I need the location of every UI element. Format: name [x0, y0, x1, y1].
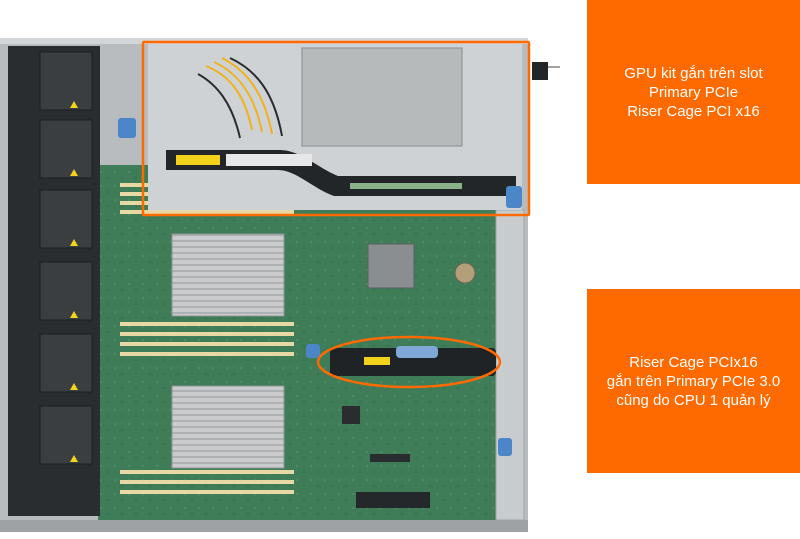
callout-riser-cage-line-2: gắn trên Primary PCIe 3.0	[606, 372, 781, 390]
callout-gpu-kit-line-3: Riser Cage PCI x16	[627, 102, 760, 120]
riser-cage-pcie	[330, 348, 496, 376]
callout-gpu-kit: GPU kit gắn trên slot Primary PCIe Riser…	[587, 0, 800, 184]
callout-riser-cage-line-1: Riser Cage PCIx16	[629, 353, 758, 371]
callout-gpu-kit-line-1: GPU kit gắn trên slot	[624, 64, 763, 82]
fan-modules	[8, 46, 100, 516]
callout-riser-cage: Riser Cage PCIx16 gắn trên Primary PCIe …	[587, 289, 800, 473]
server-motherboard-photo	[0, 38, 560, 532]
pcie-slot-gpu	[350, 183, 462, 189]
chipset	[367, 243, 415, 289]
cpu1-heatsink	[171, 233, 285, 317]
cpu2-heatsink	[171, 385, 285, 469]
callout-riser-cage-line-3: cũng do CPU 1 quản lý	[616, 391, 771, 409]
power-cables	[197, 57, 283, 139]
power-supply-unit	[301, 47, 463, 147]
highlight-gpu-riser	[141, 40, 531, 217]
highlight-pcie-riser	[316, 335, 502, 389]
callout-gpu-kit-line-2: Primary PCIe	[648, 83, 739, 101]
cmos-battery	[454, 262, 476, 284]
